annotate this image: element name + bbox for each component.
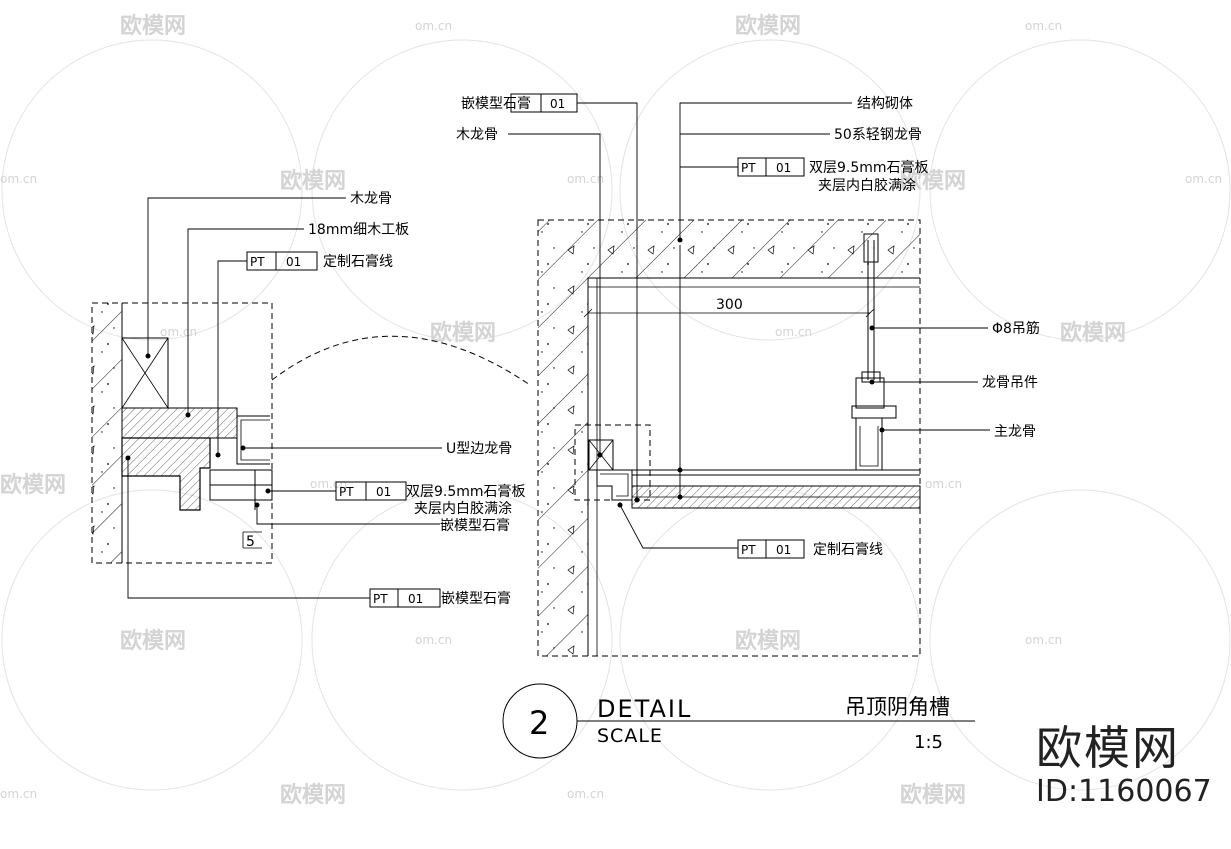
tag-code: PT [250,255,265,269]
tag-custom-gypsum-right: PT 01 定制石膏线 [737,539,883,559]
brand-logo-text: 欧模网 [1036,721,1180,775]
tag-double-gypsum-left: PT 01 双层9.5mm石膏板 夹层内白胶满涂 [335,481,526,517]
label-wood-keel-left: 木龙骨 [350,191,392,207]
tag-number: 01 [776,543,791,557]
tag-code: PT [339,485,354,499]
watermark-site: om.cn [925,477,962,491]
leader-lines-right [508,102,990,549]
watermark-site: om.cn [567,787,604,801]
enlarged-u-edge-keel [236,415,270,465]
custom-gypsum-line-profile [596,469,633,501]
enlarged-gypsum-board [209,469,273,486]
structural-slab-texture [538,220,920,656]
watermark-brand: 欧模网 [900,168,966,194]
enlarged-detail: 5 木龙骨 18mm细木工板 PT 01 定制石膏线 [91,191,526,608]
watermark-brand: 欧模网 [900,782,966,808]
label-double-gypsum-line2: 夹层内白胶满涂 [818,177,916,194]
custom-gypsum-line-fill [600,473,629,497]
label-inlay-gypsum-left: 嵌模型石膏 [440,517,510,534]
detail-number: 2 [529,704,549,742]
dimension-5-label: 5 [246,534,255,550]
tag-number: 01 [408,592,423,606]
detail-label: DETAIL [597,695,692,723]
enlarged-u-edge-keel-inner [240,419,270,461]
watermark-site: om.cn [775,325,812,339]
title-block: 2 DETAIL SCALE 吊顶阴角槽 1:5 [502,683,975,759]
watermark-brand: 欧模网 [120,13,186,39]
label-wood-keel-right: 木龙骨 [456,127,498,143]
watermark-site: om.cn [415,19,452,33]
label-inlay-gypsum-bottom: 嵌模型石膏 [441,590,511,607]
label-double-gypsum-left-line2: 夹层内白胶满涂 [414,500,512,517]
enlarged-wood-keel-cross [121,337,169,409]
leader-lines-left [125,197,442,599]
enlarged-gypsum-board [209,484,273,501]
structural-slab [538,220,920,656]
watermark-site: om.cn [1185,172,1222,186]
label-hanger-rod: Φ8吊筋 [992,320,1040,337]
watermark-brand: 欧模网 [735,628,801,654]
tag-code: PT [741,161,756,175]
watermark-site: om.cn [567,172,604,186]
dimension-300-label: 300 [716,297,743,313]
watermark-brand: 欧模网 [735,13,801,39]
label-light-steel-keel: 50系轻钢龙骨 [834,127,922,143]
tag-number: 01 [286,255,301,269]
watermark-brand: 欧模网 [120,628,186,654]
drawing-title: 吊顶阴角槽 [845,695,950,719]
keel-hanger-bolt [851,405,897,419]
tag-number: 01 [376,485,391,499]
dimension-tick [583,308,593,318]
scale-label: SCALE [597,725,663,747]
tag-inlay-gypsum-top: 嵌模型石膏 01 [461,93,578,113]
tag-number: 01 [550,97,565,111]
label-custom-gypsum-left: 定制石膏线 [323,253,393,270]
label-main-keel: 主龙骨 [994,424,1036,440]
brand-block: 欧模网 ID:1160067 [1036,722,1212,810]
main-keel-inner [859,426,879,467]
tag-code: PT [373,592,388,606]
tag-code: PT [741,543,756,557]
label-u-edge-keel: U型边龙骨 [446,441,512,457]
watermark-brand: 欧模网 [430,320,496,346]
enlargement-arc [271,335,531,386]
watermark-layer: 欧模网 欧模网 欧模网 欧模网 欧模网 欧模网 欧模网 欧模网 欧模网 欧模网 … [0,13,1231,808]
watermark-site: om.cn [310,477,347,491]
dimension-tick [865,308,875,318]
main-detail: 300 [456,93,1040,657]
enlarged-gypsum-line-profile [121,437,211,511]
watermark-brand: 欧模网 [280,168,346,194]
label-keel-hanger: 龙骨吊件 [982,375,1038,391]
label-double-gypsum-left-line1: 双层9.5mm石膏板 [406,483,526,500]
tag-inlay-gypsum-bottom: PT 01 嵌模型石膏 [369,588,511,608]
watermark-site: om.cn [0,172,37,186]
watermark-site: om.cn [415,633,452,647]
wood-keel-dashed-box [574,424,651,501]
enlarged-blockboard [121,407,238,439]
main-detail-boundary [537,219,921,657]
label-double-gypsum-line1: 双层9.5mm石膏板 [809,159,929,176]
watermark-brand: 欧模网 [280,782,346,808]
label-inlay-gypsum: 嵌模型石膏 [461,95,531,112]
watermark-site: om.cn [160,325,197,339]
watermark-brand: 欧模网 [0,472,66,498]
slab-outline [587,277,920,656]
scale-value: 1:5 [914,732,943,753]
model-id-text: ID:1160067 [1036,774,1212,809]
watermark-site: om.cn [1025,19,1062,33]
watermark-site: om.cn [0,787,37,801]
expansion-bolt [863,233,879,263]
watermark-site: om.cn [1025,633,1062,647]
label-structural-masonry: 结构砌体 [857,96,913,112]
label-custom-gypsum-line: 定制石膏线 [813,541,883,558]
tag-double-gypsum-right: PT 01 双层9.5mm石膏板 夹层内白胶满涂 [737,157,929,194]
enlarged-wall-texture [92,303,122,563]
tag-number: 01 [776,161,791,175]
keel-hanger-body [855,377,885,409]
watermark-brand: 欧模网 [1060,320,1126,346]
tag-custom-gypsum-left: PT 01 定制石膏线 [246,251,393,271]
label-blockboard: 18mm细木工板 [308,222,409,238]
